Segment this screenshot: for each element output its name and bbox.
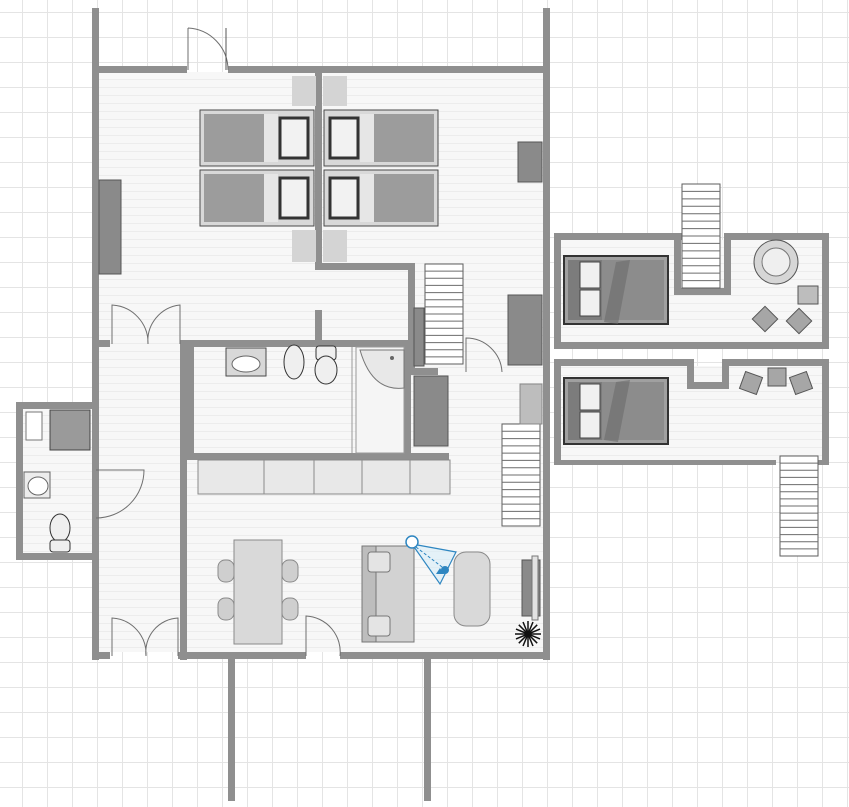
nightstand <box>292 230 316 262</box>
double-bed-1 <box>563 255 669 325</box>
double-bed-2 <box>563 377 669 445</box>
plant-leaf <box>527 633 534 647</box>
door-small-bathroom <box>95 469 145 519</box>
plant-icon <box>515 621 541 647</box>
bed-single-2 <box>199 169 315 227</box>
bed-single-3 <box>323 109 439 167</box>
sofa <box>361 545 415 643</box>
doors[interactable] <box>95 27 503 657</box>
bathroom-sink <box>225 347 267 377</box>
plant-leaf <box>527 628 541 635</box>
stool <box>788 370 814 396</box>
plant-leaf <box>522 633 529 647</box>
staircase-bedroom <box>681 183 721 289</box>
plant-leaf <box>522 621 529 635</box>
washbasin-small <box>23 471 51 499</box>
door-living <box>305 615 341 657</box>
stairs[interactable] <box>424 183 819 557</box>
dining-chair <box>217 559 299 621</box>
shower-tray <box>355 346 405 454</box>
cabinet-stair <box>413 375 449 447</box>
stool <box>767 367 787 387</box>
plant-leaf <box>518 633 529 644</box>
staircase-center <box>424 263 464 365</box>
bed-single-1 <box>199 109 315 167</box>
furniture[interactable] <box>23 76 819 647</box>
stool <box>785 307 813 335</box>
wardrobe-right <box>507 294 543 366</box>
walls <box>16 8 829 801</box>
door-hall-double-top <box>111 304 181 345</box>
small-cabinet <box>25 411 43 441</box>
camera-icon[interactable] <box>405 535 457 586</box>
nightstand <box>323 230 347 262</box>
tv-unit <box>521 555 541 621</box>
side-table <box>797 285 819 305</box>
wardrobe-left <box>98 179 122 275</box>
bed-single-4 <box>323 169 439 227</box>
plant-leaf <box>527 624 538 635</box>
staircase-outside <box>779 455 819 557</box>
stair-side-panel <box>413 307 425 367</box>
stool <box>751 305 779 333</box>
plant-leaf <box>515 628 529 635</box>
plant-leaf <box>527 633 538 644</box>
plant-leaf <box>527 633 541 640</box>
plant-leaf <box>515 633 529 640</box>
door-top-terrace <box>187 27 229 71</box>
dining-table <box>233 539 283 645</box>
shelf-stair-side <box>519 383 543 425</box>
tv-cabinet <box>517 141 543 183</box>
plant-leaf <box>527 621 534 635</box>
nightstand <box>292 76 316 106</box>
staircase-right <box>501 423 541 527</box>
washing-machine <box>49 409 91 451</box>
toilet-bathroom <box>314 345 338 385</box>
stool <box>738 370 764 396</box>
plant-leaf <box>518 624 529 635</box>
door-stairwell <box>465 337 503 373</box>
coffee-table <box>453 551 491 627</box>
toilet-small <box>49 513 71 553</box>
bidet <box>283 344 305 380</box>
door-hall-double-bottom <box>111 617 179 657</box>
armchair-round <box>753 239 799 285</box>
nightstand <box>323 76 347 106</box>
kitchen-counter <box>197 459 451 495</box>
